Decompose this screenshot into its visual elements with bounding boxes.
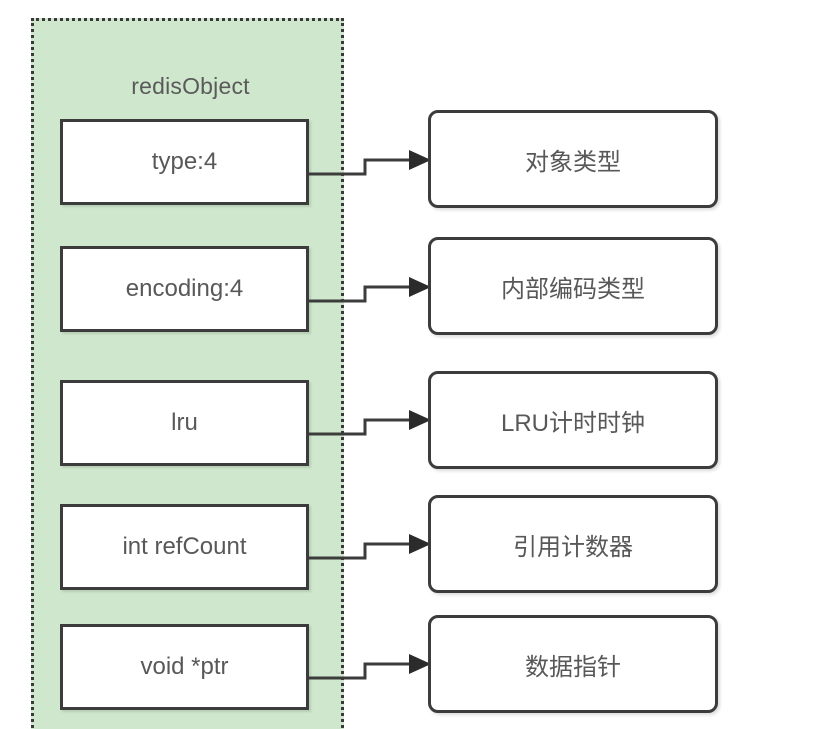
desc-box-object-type[interactable]: 对象类型 (428, 110, 718, 208)
struct-title: redisObject (131, 73, 250, 99)
field-box-encoding[interactable]: encoding:4 (60, 246, 309, 332)
desc-box-lru-clock[interactable]: LRU计时时钟 (428, 371, 718, 469)
field-box-refcount[interactable]: int refCount (60, 504, 309, 590)
desc-box-internal-encoding-type[interactable]: 内部编码类型 (428, 237, 718, 335)
field-box-type[interactable]: type:4 (60, 119, 309, 205)
desc-box-reference-counter[interactable]: 引用计数器 (428, 495, 718, 593)
field-box-lru[interactable]: lru (60, 380, 309, 466)
desc-box-data-pointer[interactable]: 数据指针 (428, 615, 718, 713)
field-box-ptr[interactable]: void *ptr (60, 624, 309, 710)
